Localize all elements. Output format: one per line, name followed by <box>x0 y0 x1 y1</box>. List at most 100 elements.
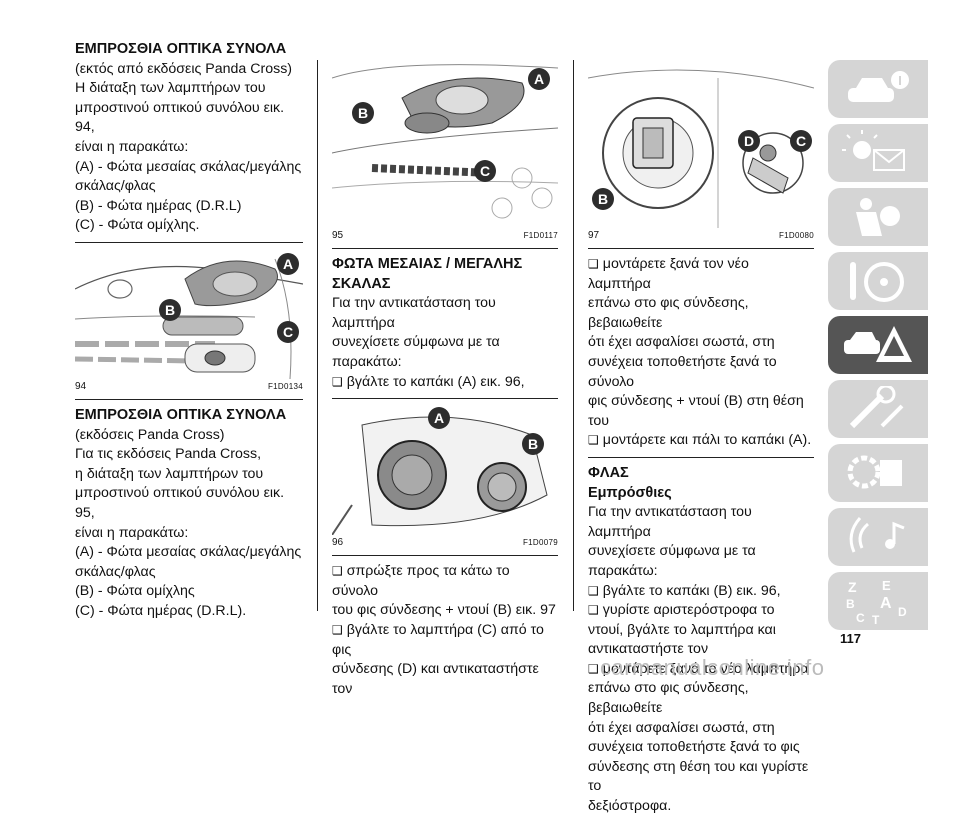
index-letter: C <box>856 611 865 624</box>
headlight-cross-drawing <box>332 64 558 219</box>
callout-label: B <box>592 188 614 210</box>
figure-number: 97 <box>588 230 600 241</box>
section-heading: ΕΜΠΡΟΣΘΙΑ ΟΠΤΙΚΑ ΣΥΝΟΛΑ <box>75 406 287 423</box>
callout-label: C <box>790 130 812 152</box>
text-line: είναι η παρακάτω: <box>75 138 189 155</box>
text-line: Για την αντικατάσταση του λαμπτήρα <box>588 504 752 540</box>
text-line: (εκδόσεις Panda Cross) <box>75 426 225 443</box>
figure-code: F1D0117 <box>523 231 558 240</box>
text-line: συνεχίσετε σύμφωνα με τα παρακάτω: <box>332 334 500 370</box>
index-letter: A <box>880 595 892 612</box>
figure-caption: 94 F1D0134 <box>75 381 303 393</box>
index-letter: Z <box>848 579 857 595</box>
figure-95-headlight-cross-illustration: A B C <box>332 58 558 228</box>
text-line: φις σύνδεσης + ντουί (B) στη θέση του <box>588 393 804 429</box>
callout-label: A <box>528 68 550 90</box>
text-line: (A) - Φώτα μεσαίας σκάλας/μεγάλης <box>75 158 302 175</box>
bulb-socket-drawing <box>588 69 814 228</box>
callout-label: A <box>277 252 299 275</box>
text-line: συνεχίσετε σύμφωνα με τα παρακάτω: <box>588 543 756 579</box>
divider <box>75 398 303 400</box>
index-letter: T <box>872 613 880 624</box>
text-line: επάνω στο φις σύνδεσης, βεβαιωθείτε <box>588 295 749 331</box>
maintenance-wrench-icon <box>849 386 904 429</box>
callout-label: C <box>474 160 496 182</box>
figure-code: F1D0079 <box>522 538 558 548</box>
text-line: (B) - Φώτα ημέρας (D.R.L) <box>75 197 242 214</box>
figure-number: 94 <box>75 380 87 392</box>
technical-specs-icon <box>847 455 902 489</box>
figure-number: 96 <box>332 537 344 549</box>
text-line: συνέχεια τοποθετήστε ξανά το φις <box>588 739 800 756</box>
bullet-item: βγάλτε το λαμπτήρα (C) από το φις <box>332 621 558 660</box>
seat-airbag-icon <box>856 198 900 236</box>
callout-label: B <box>522 433 544 456</box>
tab-multimedia[interactable] <box>828 508 928 566</box>
column-2: A B C 95 F1D0117 ΦΩΤΑ ΜΕΣΑΙΑΣ / ΜΕΓΑΛΗΣ … <box>332 40 558 699</box>
bullet-item: σπρώξτε προς τα κάτω το σύνολο <box>332 562 558 601</box>
text-line: είναι η παρακάτω: <box>75 524 189 541</box>
tab-maintenance[interactable] <box>828 380 928 438</box>
chapter-tabs: Z E B A D C T <box>828 60 928 636</box>
column-3: B D C 97 F1D0080 μοντάρετε ξανά τον νέο … <box>588 40 814 817</box>
section-heading: ΦΛΑΣ <box>588 464 629 481</box>
divider <box>588 248 814 249</box>
divider <box>332 555 558 557</box>
multimedia-icon <box>849 517 905 553</box>
text-line: σκάλας/φλας <box>75 563 156 580</box>
text-line: Για τις εκδόσεις Panda Cross, <box>75 446 262 463</box>
figure-96-headlight-rear-illustration: A B <box>332 405 558 536</box>
figure-caption: 97 F1D0080 <box>588 230 814 242</box>
text-line: Η διάταξη των λαμπτήρων του <box>75 80 266 97</box>
tab-technical-specs[interactable] <box>828 444 928 502</box>
text-line: μπροστινού οπτικού συνόλου εικ. 94, <box>75 99 285 136</box>
figure-94-headlight-illustration: A B C <box>75 248 303 379</box>
tab-seat-airbag[interactable] <box>828 188 928 246</box>
tab-index[interactable]: Z E B A D C T <box>828 572 928 630</box>
headlight-front-drawing <box>75 258 303 379</box>
car-info-icon <box>848 71 909 102</box>
text-line: ότι έχει ασφαλίσει σωστά, στη <box>588 334 775 351</box>
breakdown-warning-triangle-icon <box>844 326 912 362</box>
callout-label: B <box>159 298 181 321</box>
callout-label: D <box>738 130 760 152</box>
text-line: Για την αντικατάσταση του λαμπτήρα <box>332 295 496 331</box>
text-line: επάνω στο φις σύνδεσης, βεβαιωθείτε <box>588 680 749 717</box>
text-line: μπροστινού οπτικού συνόλου εικ. 95, <box>75 485 285 521</box>
alphabetical-index-icon: Z E B A D C T <box>846 578 907 624</box>
text-line: (C) - Φώτα ημέρας (D.R.L). <box>75 602 247 619</box>
figure-code: F1D0080 <box>778 231 814 240</box>
page-number: 117 <box>840 631 861 646</box>
text-line: συνέχεια τοποθετήστε ξανά το σύνολο <box>588 353 777 390</box>
bullet-item: μοντάρετε ξανά το νέο λαμπτήρα <box>588 660 814 680</box>
text-line: σκάλας/φλας <box>75 178 156 195</box>
tab-breakdown[interactable] <box>828 316 928 374</box>
text-line: ντουί, βγάλτε το λαμπτήρα και <box>588 621 776 638</box>
watermark: carmanualsonline.info <box>600 655 825 680</box>
divider <box>332 248 558 249</box>
text-line: σύνδεσης (D) και αντικαταστήστε τον <box>332 661 539 697</box>
section-heading: ΕΜΠΡΟΣΘΙΑ ΟΠΤΙΚΑ ΣΥΝΟΛΑ <box>75 41 287 57</box>
text-line: (B) - Φώτα ομίχλης <box>75 583 195 600</box>
headlight-rear-drawing <box>332 416 548 536</box>
callout-label: A <box>428 407 450 430</box>
divider <box>332 398 558 400</box>
tab-steering-key[interactable] <box>828 252 928 310</box>
text-line: δεξιόστροφα. <box>588 798 672 815</box>
tab-car-info[interactable] <box>828 60 928 118</box>
tab-dashboard-lights[interactable] <box>828 124 928 182</box>
text-line: (C) - Φώτα ομίχλης. <box>75 217 200 234</box>
bullet-item: μοντάρετε ξανά τον νέο λαμπτήρα <box>588 255 814 294</box>
bullet-item: βγάλτε το καπάκι (B) εικ. 96, <box>588 582 814 602</box>
text-line: του φις σύνδεσης + ντουί (B) εικ. 97 <box>332 602 556 619</box>
bullet-item: γυρίστε αριστερόστροφα το <box>588 601 814 621</box>
text-line: η διάταξη των λαμπτήρων του <box>75 465 264 482</box>
figure-code: F1D0134 <box>267 381 303 391</box>
text-line: αντικαταστήστε τον <box>588 641 709 658</box>
text-line: σύνδεσης στη θέση του και γυρίστε το <box>588 758 809 795</box>
section-heading: ΦΩΤΑ ΜΕΣΑΙΑΣ / ΜΕΓΑΛΗΣ ΣΚΑΛΑΣ <box>332 256 523 292</box>
callout-label: B <box>352 102 374 124</box>
figure-number: 95 <box>332 230 344 241</box>
steering-wheel-key-icon <box>850 262 904 302</box>
bullet-item: μοντάρετε και πάλι το καπάκι (A). <box>588 431 814 451</box>
